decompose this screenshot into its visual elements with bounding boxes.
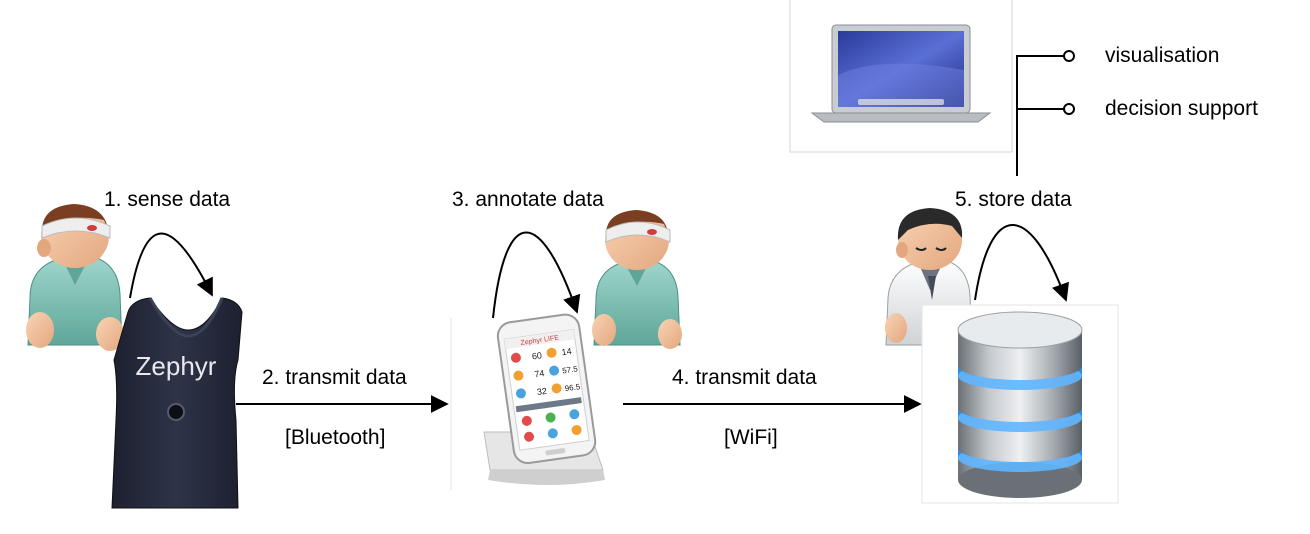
annotate-data-label: 3. annotate data [452,188,604,211]
smartphone-dock-icon: Zephyr LIFE 60 14 74 57.5 32 96.5 [450,313,605,490]
sense-data-label: 1. sense data [104,188,231,211]
transmit-bluetooth-label: 2. transmit data [262,366,407,389]
store-data-arrow [974,224,1069,302]
phone-tile-value: 74 [534,368,545,379]
phone-tile-value: 14 [561,346,572,357]
bluetooth-protocol-label: [Bluetooth] [285,426,386,449]
output-connector [1016,50,1075,176]
zephyr-vest-icon: Zephyr [111,297,243,509]
vest-brand-label: Zephyr [136,351,217,381]
wifi-protocol-label: [WiFi] [724,426,778,449]
phone-tile-value: 32 [536,386,547,397]
patient-avatar-icon [592,210,682,349]
phone-tile-value: 96.5 [564,382,581,393]
database-icon [921,304,1119,504]
patient-avatar-icon [26,204,124,351]
store-data-label: 5. store data [955,188,1072,211]
decision-support-node [1063,103,1075,115]
visualisation-node [1063,50,1075,62]
phone-tile-value: 57.5 [562,364,579,375]
decision-support-label: decision support [1105,97,1258,120]
sense-data-arrow [129,232,213,299]
visualisation-label: visualisation [1105,44,1220,67]
annotate-data-arrow [492,231,581,319]
phone-tile-value: 60 [531,350,542,361]
transmit-wifi-label: 4. transmit data [672,366,817,389]
laptop-icon [789,0,1013,153]
